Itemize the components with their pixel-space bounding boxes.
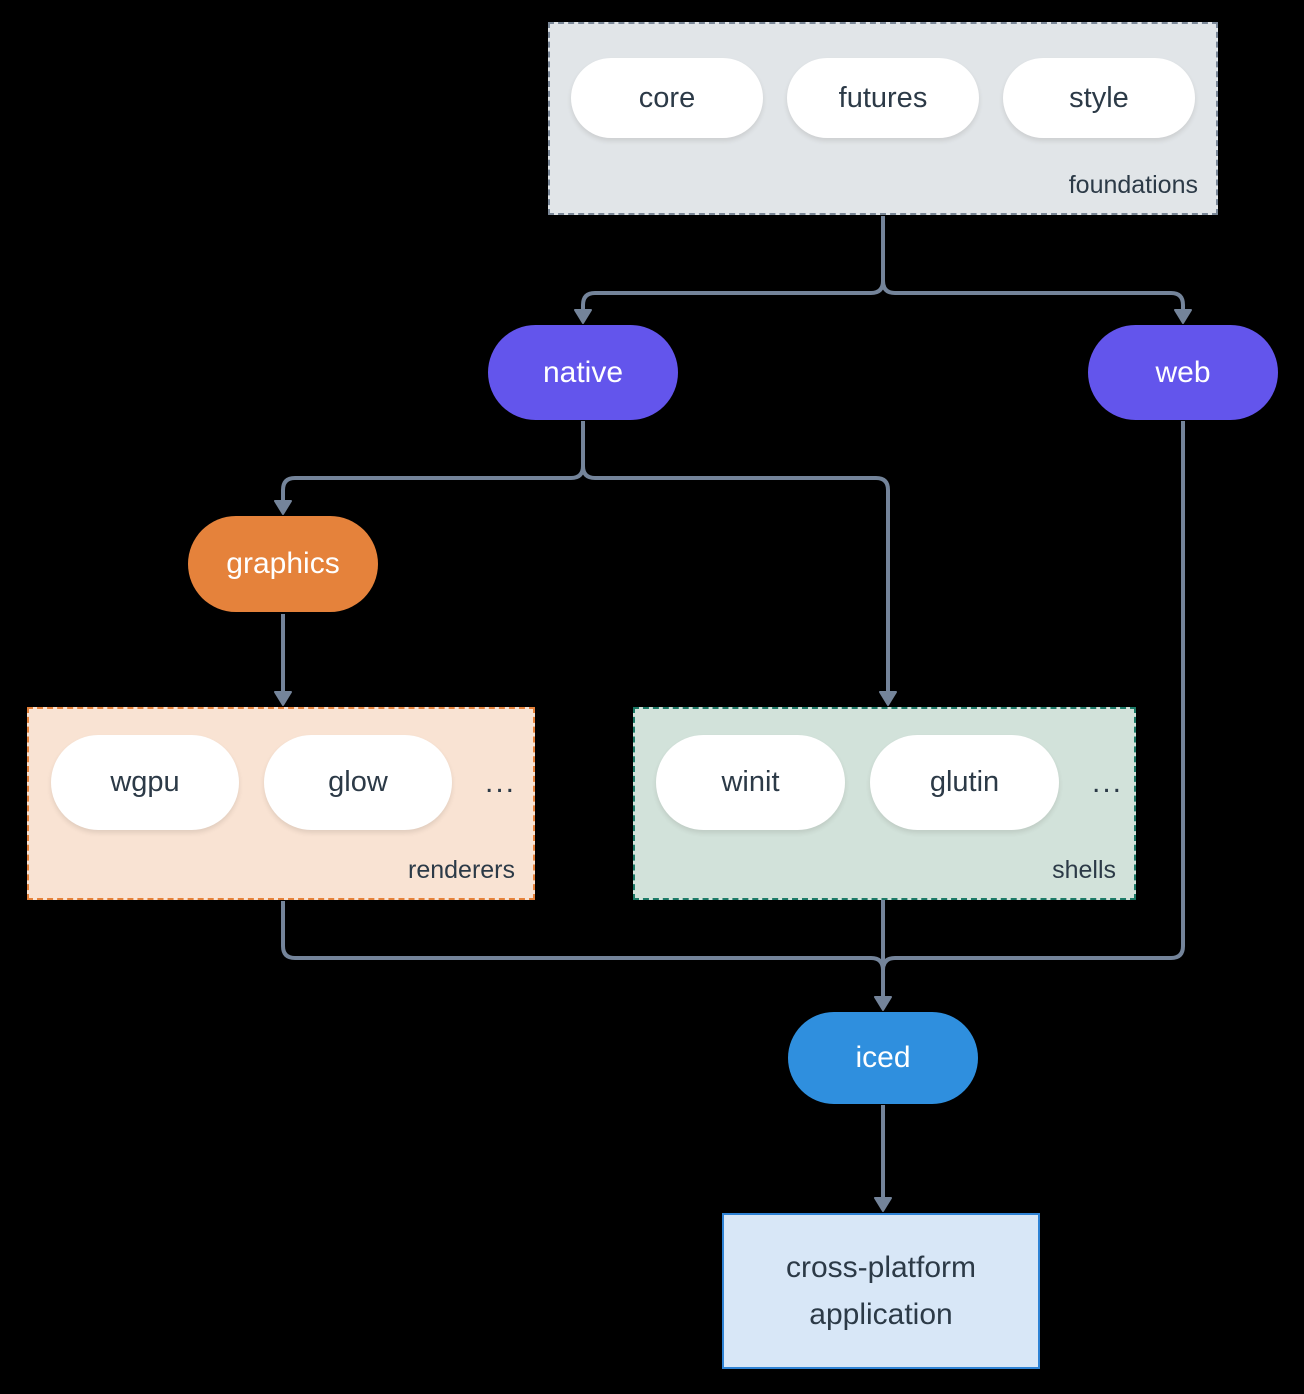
node-graphics: graphics — [188, 516, 378, 612]
node-winit: winit — [656, 735, 845, 830]
group-foundations: core futures style foundations — [548, 22, 1218, 215]
arrowhead-native — [574, 309, 592, 324]
renderers-ellipsis: ... — [485, 765, 517, 799]
group-shells: winit glutin ... shells — [633, 707, 1136, 900]
node-iced: iced — [788, 1012, 978, 1104]
arrowhead-iced — [874, 996, 892, 1011]
shells-group-label: shells — [1052, 856, 1116, 884]
renderers-group-label: renderers — [408, 856, 515, 884]
application-label-line1: cross-platform — [785, 1251, 977, 1284]
arrowhead-graphics — [274, 500, 292, 515]
connector-foundations-to-web — [881, 280, 1185, 311]
node-style: style — [1003, 58, 1195, 138]
arrowhead-shells — [879, 691, 897, 706]
shells-pill-row: winit glutin ... — [635, 709, 1134, 830]
arrowhead-renderers — [274, 691, 292, 706]
node-futures: futures — [787, 58, 979, 138]
node-glow: glow — [264, 735, 452, 830]
node-web: web — [1088, 325, 1278, 420]
node-native: native — [488, 325, 678, 420]
connector-native-to-shells — [581, 465, 890, 692]
arrowhead-web — [1174, 309, 1192, 324]
connector-renderers-to-iced — [281, 901, 885, 997]
application-label-line2: application — [809, 1298, 953, 1331]
connector-foundations-to-native — [581, 216, 885, 311]
node-wgpu: wgpu — [51, 735, 239, 830]
shells-ellipsis: ... — [1092, 765, 1124, 799]
node-core: core — [571, 58, 763, 138]
foundations-group-label: foundations — [1068, 171, 1198, 199]
arrowhead-application — [874, 1197, 892, 1212]
node-cross-platform-application: cross-platform application — [722, 1213, 1040, 1369]
renderers-pill-row: wgpu glow ... — [29, 709, 533, 830]
foundations-pill-row: core futures style — [550, 24, 1216, 138]
group-renderers: wgpu glow ... renderers — [27, 707, 535, 900]
connector-native-to-graphics — [281, 421, 585, 501]
node-glutin: glutin — [870, 735, 1059, 830]
